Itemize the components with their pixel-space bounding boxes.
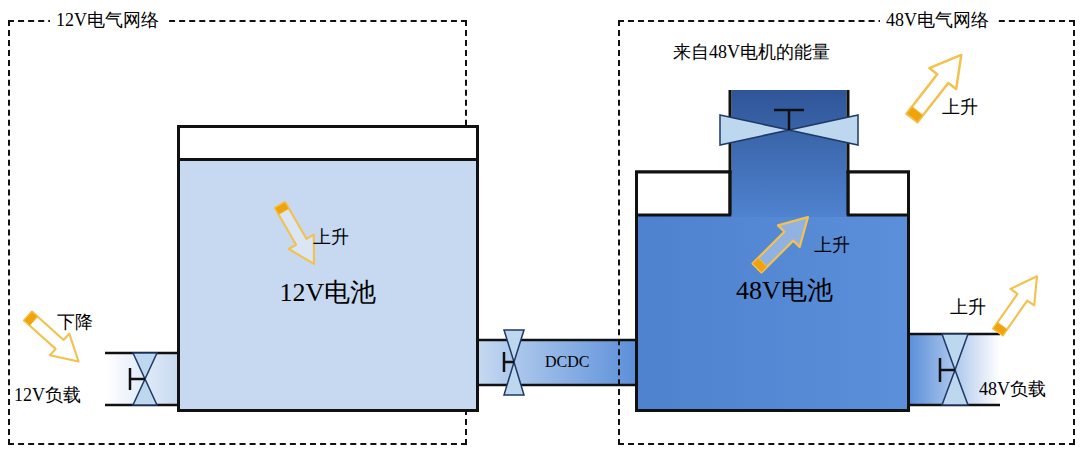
tank-top-space [180,128,476,161]
battery-label: 48V电池 [635,276,934,306]
annotation-label: 下降 [57,311,93,333]
valve-symbol [130,353,157,405]
rise-arrow [986,268,1049,340]
annotation-label: 来自48V电机的能量 [673,41,830,63]
annotation-label: 上升 [950,296,986,318]
region-heading: 12V电气网络 [50,9,165,31]
pipe-connector [477,330,637,395]
annotation-label: 12V负载 [14,384,81,406]
load-pipe [105,353,179,405]
battery-tank: 48V电池 [635,90,934,412]
annotation-label: 上升 [942,96,978,118]
network-region: 12V电气网络12V电池 [8,20,467,445]
valve-symbol [504,330,524,395]
valve-symbol [940,334,968,405]
annotation-label: 上升 [814,234,850,256]
rise-arrow [746,206,819,279]
connector-label: DCDC [545,352,589,372]
battery-label: 12V电池 [180,278,476,308]
annotation-label: 48V负载 [979,378,1046,400]
annotation-label: 上升 [313,226,349,248]
valve-symbol [720,110,858,145]
region-heading: 48V电气网络 [880,9,995,31]
battery-tank: 12V电池 [177,125,479,412]
battery-tank-outline [635,90,910,412]
